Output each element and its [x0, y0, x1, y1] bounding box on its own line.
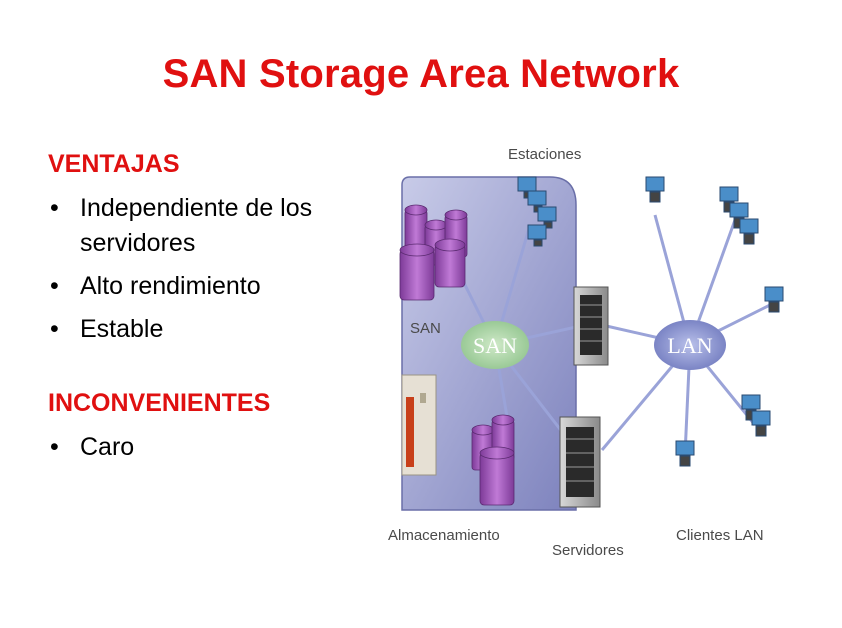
list-item: Alto rendimiento	[48, 269, 378, 304]
svg-text:SAN: SAN	[473, 333, 517, 358]
lan-cloud: LAN	[654, 320, 726, 370]
san-cloud: SAN	[461, 321, 529, 369]
servidores-label: Servidores	[552, 542, 624, 559]
slide-content: VENTAJAS Independiente de los servidores…	[48, 150, 378, 473]
slide-title: SAN Storage Area Network	[162, 52, 680, 96]
inconvenientes-list: Caro	[48, 430, 378, 465]
inconvenientes-heading: INCONVENIENTES	[48, 389, 271, 417]
ventajas-list: Independiente de los servidores Alto ren…	[48, 191, 378, 347]
san-storage-label: SAN	[410, 320, 441, 337]
almacenamiento-label: Almacenamiento	[388, 527, 500, 544]
workstation-icons	[517, 176, 557, 247]
list-item: Estable	[48, 312, 378, 347]
lan-client-icons	[645, 176, 784, 467]
list-item: Caro	[48, 430, 378, 465]
server-rack-bottom	[559, 416, 601, 508]
server-rack-top	[573, 286, 609, 366]
list-item: Independiente de los servidores	[48, 191, 378, 261]
ventajas-heading: VENTAJAS	[48, 150, 180, 178]
storage-disks-top	[399, 204, 468, 301]
clientes-lan-label: Clientes LAN	[676, 527, 764, 544]
san-network-diagram: SAN SAN	[380, 135, 790, 565]
svg-text:LAN: LAN	[667, 333, 712, 358]
estaciones-label: Estaciones	[508, 146, 581, 163]
storage-disks-bottom	[471, 414, 515, 506]
storage-cabinet	[401, 374, 437, 476]
